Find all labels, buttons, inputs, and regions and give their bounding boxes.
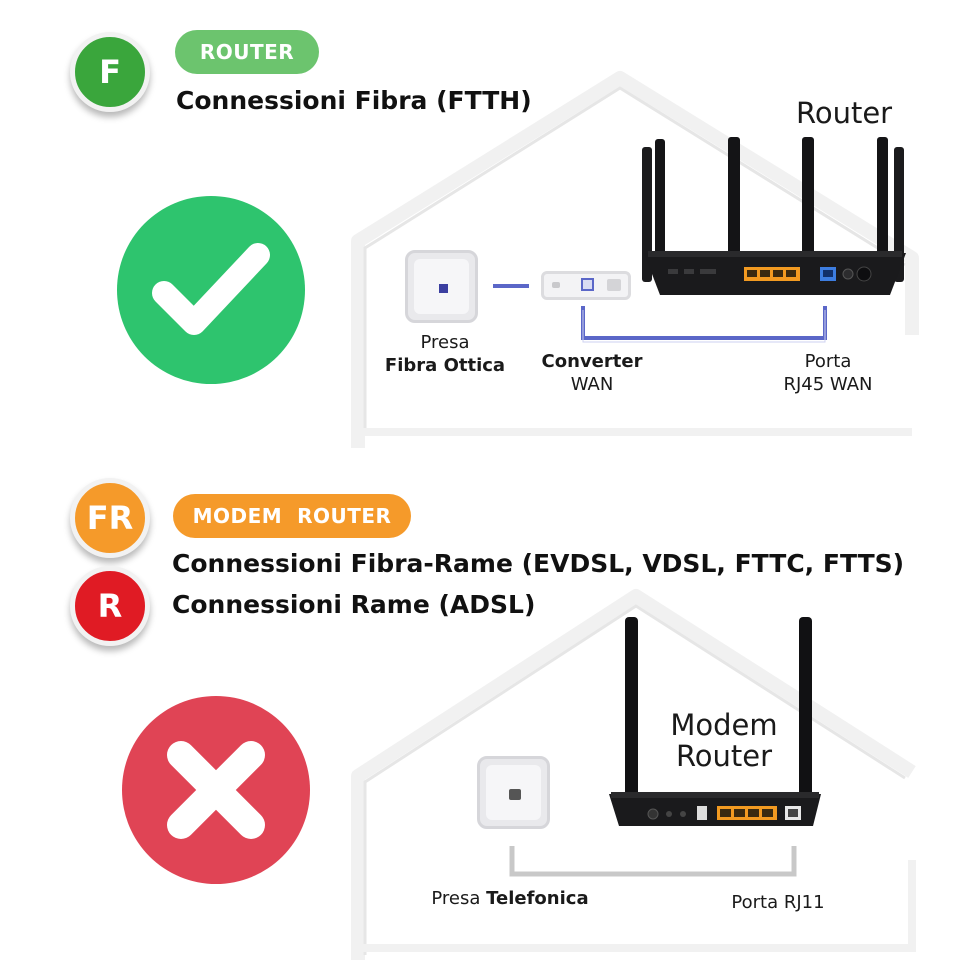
fiber-badge: F [70,32,150,112]
modem-router-title-line2: Router [675,739,773,773]
label-fiber-outlet-line2: Fibra Ottica [384,355,506,376]
router-pill: ROUTER [175,30,319,74]
modem-router-pill: MODEM ROUTER [173,494,411,538]
modem-router-device [609,617,821,826]
label-wan-port-line1: Porta [804,351,852,372]
copper-badge-label: R [97,587,123,625]
label-converter-line2: WAN [570,374,614,395]
modem-router-pill-label: MODEM ROUTER [192,504,392,528]
modem-router-title-line1: Modem [670,708,778,742]
fiber-badge-label: F [99,53,121,91]
wan-converter [541,271,631,300]
fiber-outlet [405,250,478,323]
cross-circle [122,696,310,884]
phone-cable [509,846,797,877]
copper-badge: R [70,566,150,646]
fiber-port-icon [439,284,448,293]
cross-icon [167,741,265,839]
phone-outlet [477,756,550,829]
router-title: Router [796,96,893,130]
label-wan-port: Porta RJ45 WAN [766,350,890,396]
label-converter: Converter WAN [532,350,652,396]
label-phone-outlet: Presa Telefonica [426,887,594,910]
fiber-copper-badge: FR [70,478,150,558]
label-fiber-outlet: Presa Fibra Ottica [380,331,510,377]
check-circle [117,196,305,384]
fiber-cable [493,284,529,288]
label-rj11-port: Porta RJ11 [731,892,825,913]
check-icon [152,243,270,335]
label-fiber-outlet-line1: Presa [420,332,470,353]
label-converter-line1: Converter [541,351,643,372]
converter-port-icon [581,278,594,291]
label-phone-outlet-a: Presa [431,888,487,909]
label-wan-port-line2: RJ45 WAN [783,374,873,395]
label-phone-outlet-b: Telefonica [486,888,589,909]
router-device [642,137,906,295]
fiber-heading: Connessioni Fibra (FTTH) [176,86,532,115]
copper-heading: Connessioni Rame (ADSL) [172,590,536,619]
modem-router-title: Modem Router [660,710,788,772]
rj11-port-icon [509,789,521,800]
fiber-copper-badge-label: FR [86,499,134,537]
router-pill-label: ROUTER [199,40,295,64]
wan-cable [581,306,827,343]
fiber-copper-heading: Connessioni Fibra-Rame (EVDSL, VDSL, FTT… [172,549,905,578]
